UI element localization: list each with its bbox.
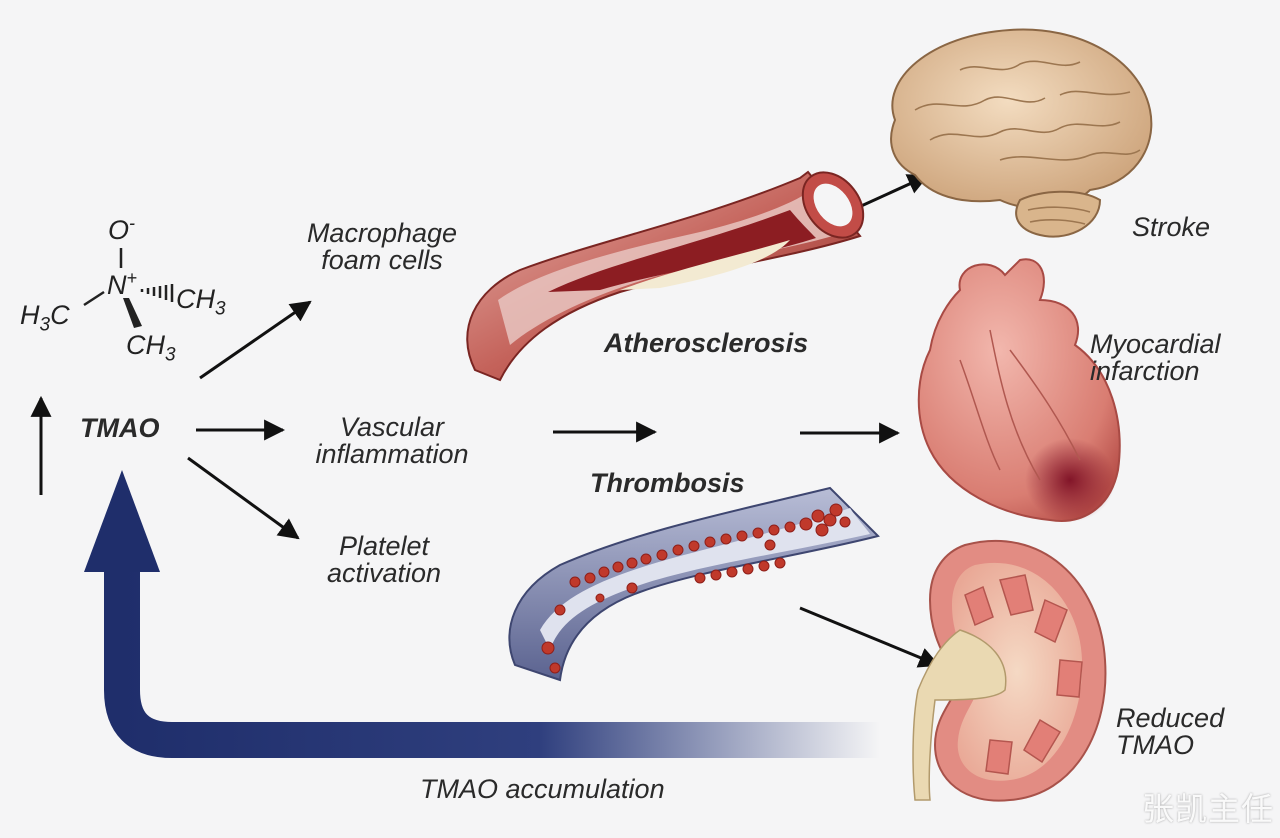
watermark: 张凯主任	[1141, 790, 1274, 828]
methyl-right: CH3	[176, 284, 226, 320]
methyl-left: H3C	[20, 300, 70, 336]
vascular-inflammation-label: Vascular inflammation	[298, 414, 486, 468]
arrow-to-platelet	[187, 456, 300, 540]
macrophage-line2: foam cells	[321, 245, 443, 275]
nitrogen-symbol: N	[107, 270, 127, 300]
heart-illustration	[917, 258, 1121, 522]
methyl-left-c: C	[50, 300, 70, 330]
reduced-line2: TMAO	[1116, 730, 1194, 760]
mi-line2: infarction	[1090, 356, 1200, 386]
brain-illustration	[890, 28, 1153, 238]
nitrogen-atom: N+	[107, 268, 137, 301]
thrombosis-vessel-illustration	[508, 486, 880, 682]
methyl-right-subscript: 3	[215, 298, 226, 320]
vascular-line2: inflammation	[315, 439, 469, 469]
wedge-bond	[123, 298, 142, 328]
arrow-to-kidney	[799, 606, 940, 668]
methyl-bottom-ch: CH	[126, 330, 165, 360]
artery-illustration	[466, 170, 865, 382]
methyl-left-h: H	[20, 300, 40, 330]
oxygen-charge: -	[129, 213, 136, 233]
reduced-tmao-label: Reduced TMAO	[1116, 705, 1224, 759]
kidney-illustration	[912, 539, 1107, 802]
atherosclerosis-label: Atherosclerosis	[604, 328, 809, 358]
tmao-accumulation-label: TMAO accumulation	[420, 774, 665, 804]
platelet-line2: activation	[326, 558, 442, 588]
methyl-bottom-subscript: 3	[165, 344, 176, 366]
myocardial-infarction-label: Myocardial infarction	[1090, 331, 1221, 385]
macrophage-line1: Macrophage	[306, 218, 458, 248]
oxygen-symbol: O	[108, 215, 130, 245]
platelet-activation-label: Platelet activation	[312, 533, 456, 587]
macrophage-label: Macrophage foam cells	[292, 220, 472, 274]
arrow-to-macrophage	[199, 300, 312, 380]
thrombosis-label: Thrombosis	[590, 468, 745, 498]
tmao-structure-bonds	[83, 248, 123, 307]
stroke-label: Stroke	[1132, 212, 1211, 242]
platelet-line1: Platelet	[338, 531, 430, 561]
tmao-label: TMAO	[80, 413, 160, 443]
oxygen-atom: O-	[108, 213, 135, 246]
mi-line1: Myocardial	[1090, 329, 1221, 359]
methyl-right-ch: CH	[176, 284, 215, 314]
hashed-bond	[140, 284, 174, 302]
nitrogen-charge: +	[126, 268, 138, 288]
vascular-line1: Vascular	[339, 412, 445, 442]
methyl-left-subscript: 3	[39, 314, 51, 336]
feedback-arrow	[84, 470, 880, 758]
reduced-line1: Reduced	[1116, 703, 1225, 733]
methyl-bottom: CH3	[126, 330, 176, 366]
